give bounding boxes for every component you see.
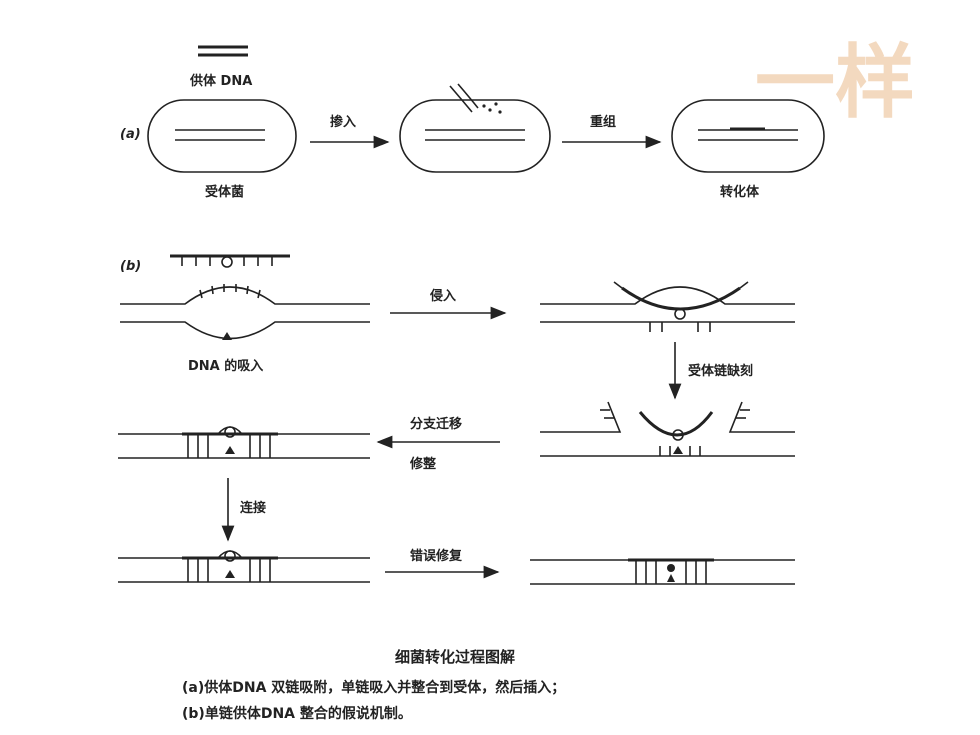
migrated-duplex-icon	[118, 426, 370, 459]
cell-with-donor-icon	[399, 83, 551, 173]
donor-dna-icon	[198, 45, 248, 57]
panel-a-marker: (a)	[120, 127, 141, 142]
repair-arrow-label: 错误修复	[410, 548, 463, 564]
donor-dna-label: 供体 DNA	[189, 73, 252, 89]
repaired-duplex-icon	[530, 558, 795, 585]
uptake-duplex-icon	[120, 284, 370, 340]
caption-title: 细菌转化过程图解	[395, 648, 515, 666]
uptake-label: DNA 的吸入	[188, 358, 263, 374]
panel-a: (a) 供体 DNA 受体菌 掺入	[120, 45, 825, 200]
recipient-cell-label: 受体菌	[205, 184, 244, 200]
recipient-cell-icon	[147, 99, 297, 173]
invasion-duplex-icon	[540, 281, 795, 332]
caption: 细菌转化过程图解 (a)供体DNA 双链吸附，单链吸入并整合到受体，然后插入； …	[182, 648, 565, 722]
invasion-arrow-label: 侵入	[429, 288, 456, 304]
donor-single-strand-icon	[170, 254, 290, 268]
migration-arrow-label: 分支迁移	[410, 416, 462, 432]
panel-b-marker: (b)	[120, 259, 141, 274]
uptake-arrow-label: 掺入	[330, 114, 356, 130]
caption-line-a: (a)供体DNA 双链吸附，单链吸入并整合到受体，然后插入；	[182, 679, 565, 696]
ligation-arrow-label: 连接	[240, 500, 266, 516]
ligated-duplex-icon	[118, 550, 370, 583]
transformant-cell-icon	[671, 99, 825, 173]
watermark-logo: 一样	[755, 36, 915, 129]
transformant-label: 转化体	[720, 184, 760, 200]
panel-b: (b) DNA 的吸入 侵入	[118, 254, 795, 585]
nicked-duplex-icon	[540, 401, 795, 457]
trim-arrow-label: 修整	[409, 456, 437, 472]
caption-line-b: (b)单链供体DNA 整合的假说机制。	[182, 705, 412, 722]
recombination-arrow-label: 重组	[590, 114, 616, 130]
nick-arrow-label: 受体链缺刻	[688, 363, 753, 379]
watermark-text: 一样	[755, 36, 915, 129]
